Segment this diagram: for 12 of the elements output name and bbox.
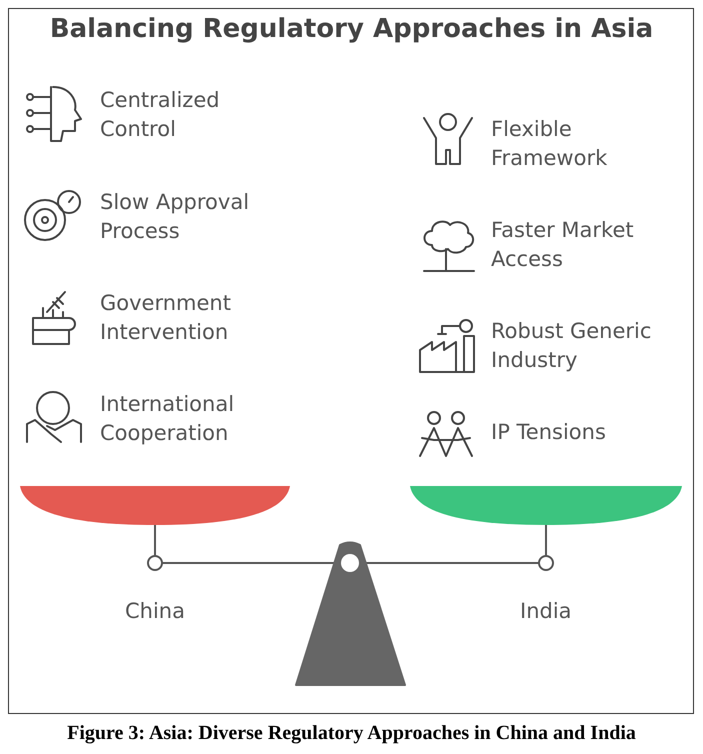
side-label: China	[125, 598, 186, 625]
item-label: Robust Generic Industry	[491, 318, 652, 374]
item-label: Flexible Framework	[491, 116, 608, 172]
side-label: India	[520, 598, 573, 625]
item-label: International Cooperation	[100, 391, 236, 447]
item-label: Faster Market Access	[491, 217, 635, 273]
caption: Figure 3: Asia: Diverse Regulatory Approaches in China and India	[66, 721, 637, 746]
item-label: Government Intervention	[100, 290, 232, 346]
item-label: Centralized Control	[100, 87, 221, 143]
title: Balancing Regulatory Approaches in Asia	[48, 13, 654, 46]
item-label: IP Tensions	[491, 419, 607, 446]
item-label: Slow Approval Process	[100, 189, 250, 245]
